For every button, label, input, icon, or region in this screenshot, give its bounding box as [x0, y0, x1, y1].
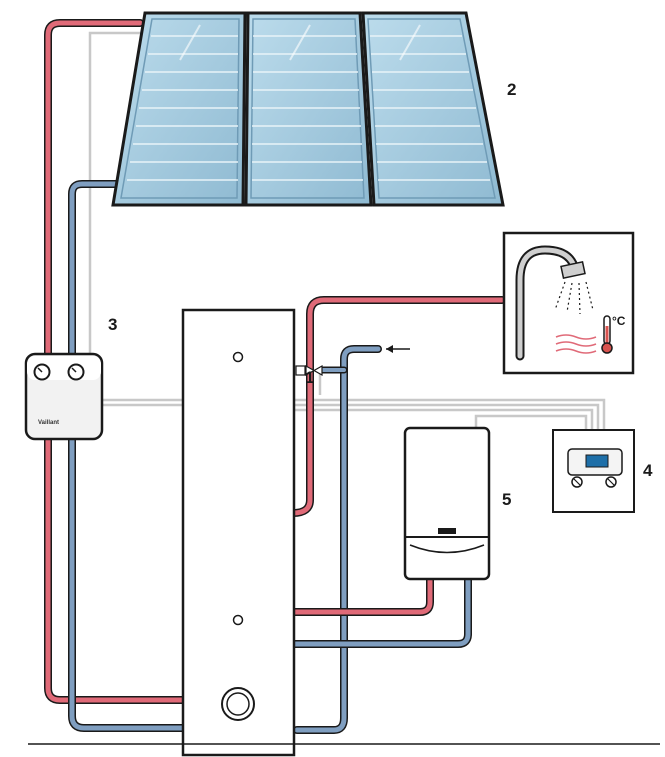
sensor-port-middle: [232, 614, 244, 626]
solar-pump-station: Vaillant: [24, 352, 104, 441]
temperature-gauge-icon: [67, 363, 85, 381]
thermometer-icon: [601, 315, 613, 354]
cold-water-pipe: [293, 345, 382, 734]
controller-display: [585, 454, 609, 468]
label-controller: 4: [643, 461, 653, 480]
boiler-flow-pipe: [289, 576, 434, 616]
gas-boiler: [403, 426, 491, 581]
thermostatic-mixing-valve: [295, 364, 323, 377]
shower-point: °C: [502, 231, 635, 375]
solar-collector-array: [111, 11, 505, 207]
label-collectors: 2: [507, 80, 516, 99]
temperature-unit: °C: [612, 314, 626, 328]
sensor-port-top: [232, 351, 244, 363]
label-boiler: 5: [502, 490, 511, 509]
hot-water-pipe: [289, 296, 506, 517]
boiler-logo: [438, 528, 456, 534]
inflow-arrow: [386, 345, 410, 353]
boiler-return-pipe: [289, 576, 472, 648]
system-controller: [552, 429, 635, 513]
solar-flow-pipe: [68, 180, 189, 732]
hot-water-cylinder: [181, 308, 296, 757]
label-cylinder: 1: [305, 368, 314, 387]
label-pump-station: 3: [108, 315, 117, 334]
pressure-gauge-icon: [33, 363, 51, 381]
pump-station-brand: Vaillant: [38, 420, 59, 426]
